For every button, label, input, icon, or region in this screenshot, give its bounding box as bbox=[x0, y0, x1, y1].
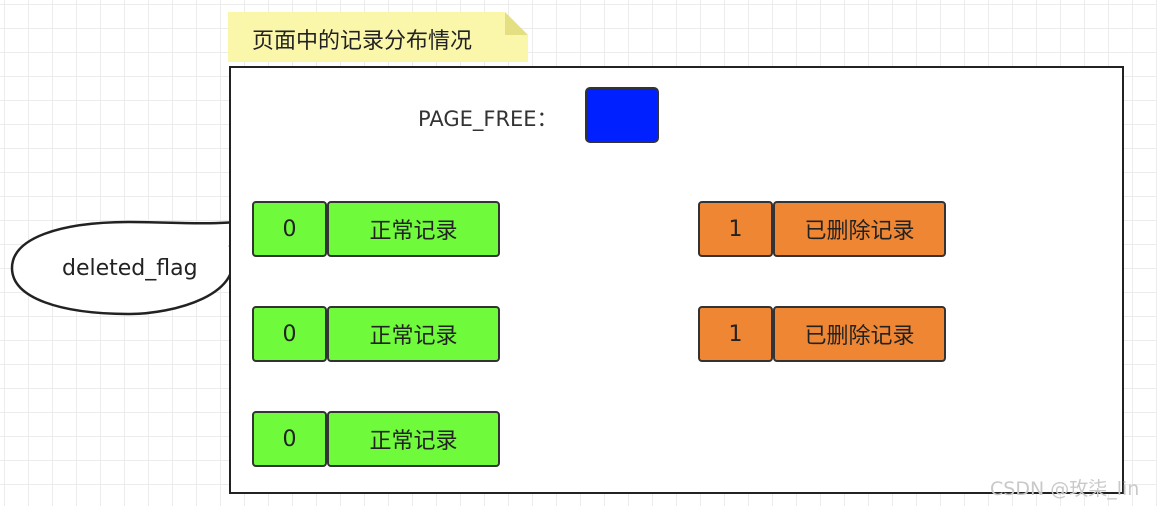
page-free-pointer-box bbox=[585, 87, 659, 143]
normal-record-3-flag: 0 bbox=[252, 411, 327, 467]
normal-record-3-label: 正常记录 bbox=[327, 411, 500, 467]
deleted-record-2-label: 已删除记录 bbox=[773, 306, 946, 362]
deleted-record-2-flag: 1 bbox=[698, 306, 773, 362]
watermark: CSDN @玫柒_lin bbox=[990, 478, 1140, 500]
normal-record-1-label: 正常记录 bbox=[327, 201, 500, 257]
page-free-label: PAGE_FREE： bbox=[418, 107, 558, 131]
normal-record-1-flag: 0 bbox=[252, 201, 327, 257]
deleted-record-1-flag: 1 bbox=[698, 201, 773, 257]
deleted-record-1-label: 已删除记录 bbox=[773, 201, 946, 257]
diagram-title: 页面中的记录分布情况 bbox=[252, 29, 473, 54]
normal-record-2-flag: 0 bbox=[252, 306, 327, 362]
deleted-flag-callout-text: deleted_flag bbox=[62, 256, 198, 281]
normal-record-2-label: 正常记录 bbox=[327, 306, 500, 362]
title-note: 页面中的记录分布情况 bbox=[228, 12, 528, 62]
note-shape bbox=[228, 12, 528, 62]
